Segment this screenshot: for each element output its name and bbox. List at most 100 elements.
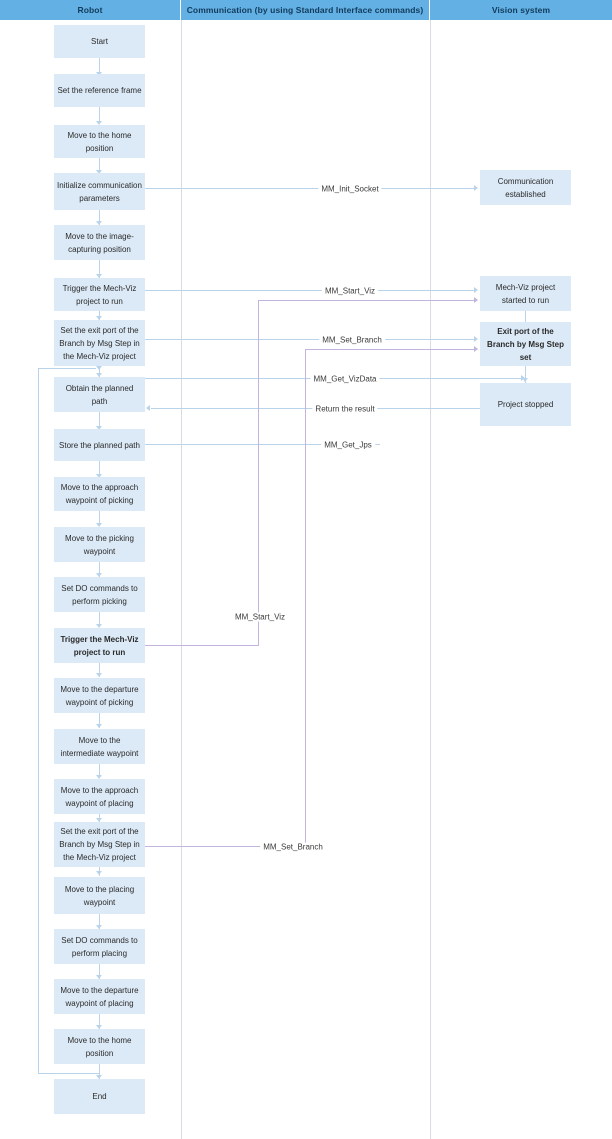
connector-segment bbox=[99, 964, 100, 979]
edge-mm-init-socket bbox=[145, 188, 476, 189]
edge-label-return-the-result: Return the result bbox=[312, 404, 378, 414]
lane-header-vision: Vision system bbox=[430, 0, 612, 20]
node-label: Mech-Viz project started to run bbox=[495, 282, 556, 305]
arrowhead-down bbox=[96, 426, 102, 430]
node-label: Trigger the Mech-Viz project to run bbox=[60, 634, 139, 657]
node-label: Move to the departure waypoint of pickin… bbox=[60, 684, 139, 707]
connector-segment bbox=[99, 612, 100, 627]
node-mechviz-started-to-run[interactable]: Mech-Viz project started to run bbox=[480, 276, 571, 311]
lane-header-robot-label: Robot bbox=[77, 5, 103, 15]
arrowhead-down bbox=[96, 975, 102, 979]
arrowhead-down bbox=[96, 925, 102, 929]
node-end[interactable]: End bbox=[54, 1079, 145, 1114]
arrowhead-right bbox=[474, 297, 478, 303]
lane-divider-left bbox=[181, 20, 182, 1139]
node-set-do-placing[interactable]: Set DO commands to perform placing bbox=[54, 929, 145, 964]
node-move-approach-picking[interactable]: Move to the approach waypoint of picking bbox=[54, 477, 145, 511]
edge-mm-get-jps bbox=[145, 444, 380, 445]
node-trigger-mechviz-2[interactable]: Trigger the Mech-Viz project to run bbox=[54, 628, 145, 663]
node-label: Set DO commands to perform placing bbox=[61, 935, 138, 958]
connector-segment bbox=[99, 1064, 100, 1079]
connector-segment bbox=[99, 713, 100, 728]
arrowhead-down bbox=[96, 170, 102, 174]
node-label: Move to the approach waypoint of picking bbox=[60, 483, 139, 505]
node-label: Move to the departure waypoint of placin… bbox=[60, 985, 139, 1008]
connector-segment bbox=[99, 58, 100, 74]
node-move-picking-waypoint[interactable]: Move to the picking waypoint bbox=[54, 527, 145, 562]
arrowhead-right bbox=[474, 185, 478, 191]
node-move-placing-waypoint[interactable]: Move to the placing waypoint bbox=[54, 877, 145, 914]
lane-divider-right bbox=[430, 20, 431, 1139]
arrowhead-down bbox=[96, 221, 102, 225]
edge-mm-set-branch-2-riser bbox=[305, 349, 306, 846]
node-move-departure-picking[interactable]: Move to the departure waypoint of pickin… bbox=[54, 678, 145, 713]
node-label: Move to the picking waypoint bbox=[65, 533, 134, 556]
arrowhead-down bbox=[96, 274, 102, 278]
connector-segment bbox=[99, 764, 100, 778]
node-move-image-capturing[interactable]: Move to the image-capturing position bbox=[54, 225, 145, 260]
node-move-approach-placing[interactable]: Move to the approach waypoint of placing bbox=[54, 779, 145, 814]
arrowhead-down bbox=[522, 378, 528, 382]
arrowhead-down bbox=[96, 673, 102, 677]
arrowhead-right bbox=[474, 287, 478, 293]
edge-mm-set-branch bbox=[145, 339, 476, 340]
connector-segment bbox=[525, 366, 526, 383]
edge-mm-set-branch-2-top bbox=[305, 349, 476, 350]
connector-segment bbox=[99, 210, 100, 225]
arrowhead-down bbox=[96, 724, 102, 728]
edge-label-mm-set-branch: MM_Set_Branch bbox=[319, 335, 385, 345]
arrowhead-down bbox=[96, 316, 102, 320]
arrowhead-down bbox=[96, 573, 102, 577]
node-set-exit-port-1[interactable]: Set the exit port of the Branch by Msg S… bbox=[54, 320, 145, 366]
arrowhead-down bbox=[96, 474, 102, 478]
edge-label-mm-set-branch-2: MM_Set_Branch bbox=[260, 842, 326, 852]
connector-segment bbox=[99, 107, 100, 123]
node-communication-established[interactable]: Communication established bbox=[480, 170, 571, 205]
node-label: Set the exit port of the Branch by Msg S… bbox=[59, 325, 140, 361]
connector-segment bbox=[99, 366, 100, 377]
node-set-exit-port-2[interactable]: Set the exit port of the Branch by Msg S… bbox=[54, 822, 145, 867]
node-label: Store the planned path bbox=[59, 440, 140, 450]
node-label: Move to the home position bbox=[67, 130, 132, 153]
node-move-intermediate-waypoint[interactable]: Move to the intermediate waypoint bbox=[54, 729, 145, 764]
connector-segment bbox=[99, 260, 100, 278]
edge-label-mm-get-vizdata: MM_Get_VizData bbox=[310, 374, 380, 384]
arrowhead-down bbox=[96, 818, 102, 822]
connector-segment bbox=[99, 412, 100, 429]
loop-segment-top bbox=[38, 368, 96, 369]
lane-header-communication: Communication (by using Standard Interfa… bbox=[181, 0, 430, 20]
node-label: Move to the approach waypoint of placing bbox=[60, 785, 139, 808]
node-label: Trigger the Mech-Viz project to run bbox=[62, 283, 137, 306]
edge-label-mm-start-viz: MM_Start_Viz bbox=[321, 286, 379, 296]
node-label: Initialize communication parameters bbox=[57, 180, 142, 203]
node-initialize-communication[interactable]: Initialize communication parameters bbox=[54, 173, 145, 210]
node-store-planned-path[interactable]: Store the planned path bbox=[54, 429, 145, 461]
node-label: Start bbox=[91, 37, 108, 46]
connector-segment bbox=[99, 311, 100, 320]
node-label: Set DO commands to perform picking bbox=[61, 583, 138, 606]
node-label: Exit port of the Branch by Msg Step set bbox=[487, 326, 564, 362]
node-set-reference-frame[interactable]: Set the reference frame bbox=[54, 74, 145, 107]
connector-segment bbox=[99, 663, 100, 677]
node-move-home-position-1[interactable]: Move to the home position bbox=[54, 125, 145, 158]
edge-mm-start-viz-2-top bbox=[258, 300, 476, 301]
connector-segment bbox=[99, 158, 100, 173]
node-exit-port-set[interactable]: Exit port of the Branch by Msg Step set bbox=[480, 322, 571, 366]
node-obtain-planned-path[interactable]: Obtain the planned path bbox=[54, 377, 145, 412]
node-label: End bbox=[92, 1092, 107, 1101]
connector-segment bbox=[99, 562, 100, 577]
node-project-stopped[interactable]: Project stopped bbox=[480, 383, 571, 426]
node-trigger-mechviz-1[interactable]: Trigger the Mech-Viz project to run bbox=[54, 278, 145, 311]
lane-header-communication-label: Communication (by using Standard Interfa… bbox=[186, 5, 424, 15]
node-move-departure-placing[interactable]: Move to the departure waypoint of placin… bbox=[54, 979, 145, 1014]
node-label: Move to the image-capturing position bbox=[65, 231, 134, 254]
lane-header-robot: Robot bbox=[0, 0, 181, 20]
node-label: Obtain the planned path bbox=[65, 383, 134, 406]
node-set-do-picking[interactable]: Set DO commands to perform picking bbox=[54, 577, 145, 612]
edge-label-mm-get-jps: MM_Get_Jps bbox=[321, 440, 375, 450]
node-label: Move to the home position bbox=[67, 1035, 132, 1058]
node-start[interactable]: Start bbox=[54, 25, 145, 58]
edge-mm-start-viz bbox=[145, 290, 476, 291]
node-move-home-position-2[interactable]: Move to the home position bbox=[54, 1029, 145, 1064]
